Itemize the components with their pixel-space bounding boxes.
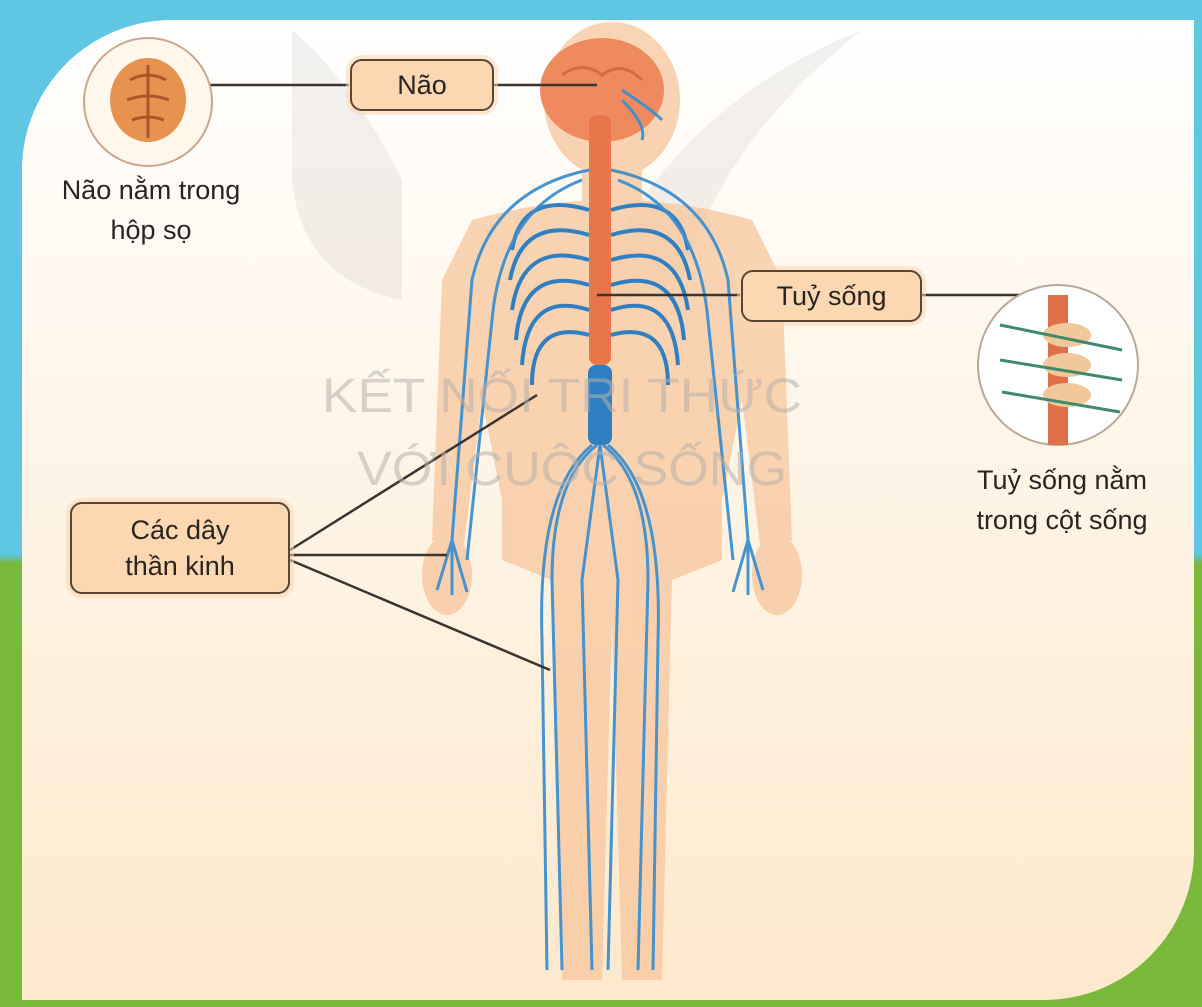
spinal-cord-callout: Tuỷ sống (741, 270, 922, 322)
spinal-cord-callout-label: Tuỷ sống (776, 281, 886, 312)
spine-caption: Tuỷ sống nằm trong cột sống (952, 460, 1172, 540)
nerves-callout-line-1: Các dây (130, 512, 229, 548)
watermark-line-2: VỚI CUỘC SỐNG (357, 441, 787, 496)
brain-caption-line-1: Não nằm trong (26, 170, 276, 210)
spine-caption-line-2: trong cột sống (952, 500, 1172, 540)
nerves-callout-line-2: thần kinh (125, 548, 235, 584)
nerves-callout: Các dây thần kinh (70, 502, 290, 594)
spinal-cord-shape (589, 115, 611, 365)
spine-caption-line-1: Tuỷ sống nằm (952, 460, 1172, 500)
brain-callout: Não (350, 59, 494, 111)
spine-in-vertebral-column-inset (978, 285, 1138, 445)
watermark-line-1: KẾT NỐI TRI THỨC (322, 368, 802, 423)
brain-caption: Não nằm trong hộp sọ (26, 170, 276, 250)
brain-caption-line-2: hộp sọ (26, 210, 276, 250)
brain-in-skull-inset (84, 38, 212, 166)
brain-callout-label: Não (397, 70, 447, 101)
diagram-panel: KẾT NỐI TRI THỨC VỚI CUỘC SỐNG Não Tuỷ s… (22, 20, 1194, 1000)
